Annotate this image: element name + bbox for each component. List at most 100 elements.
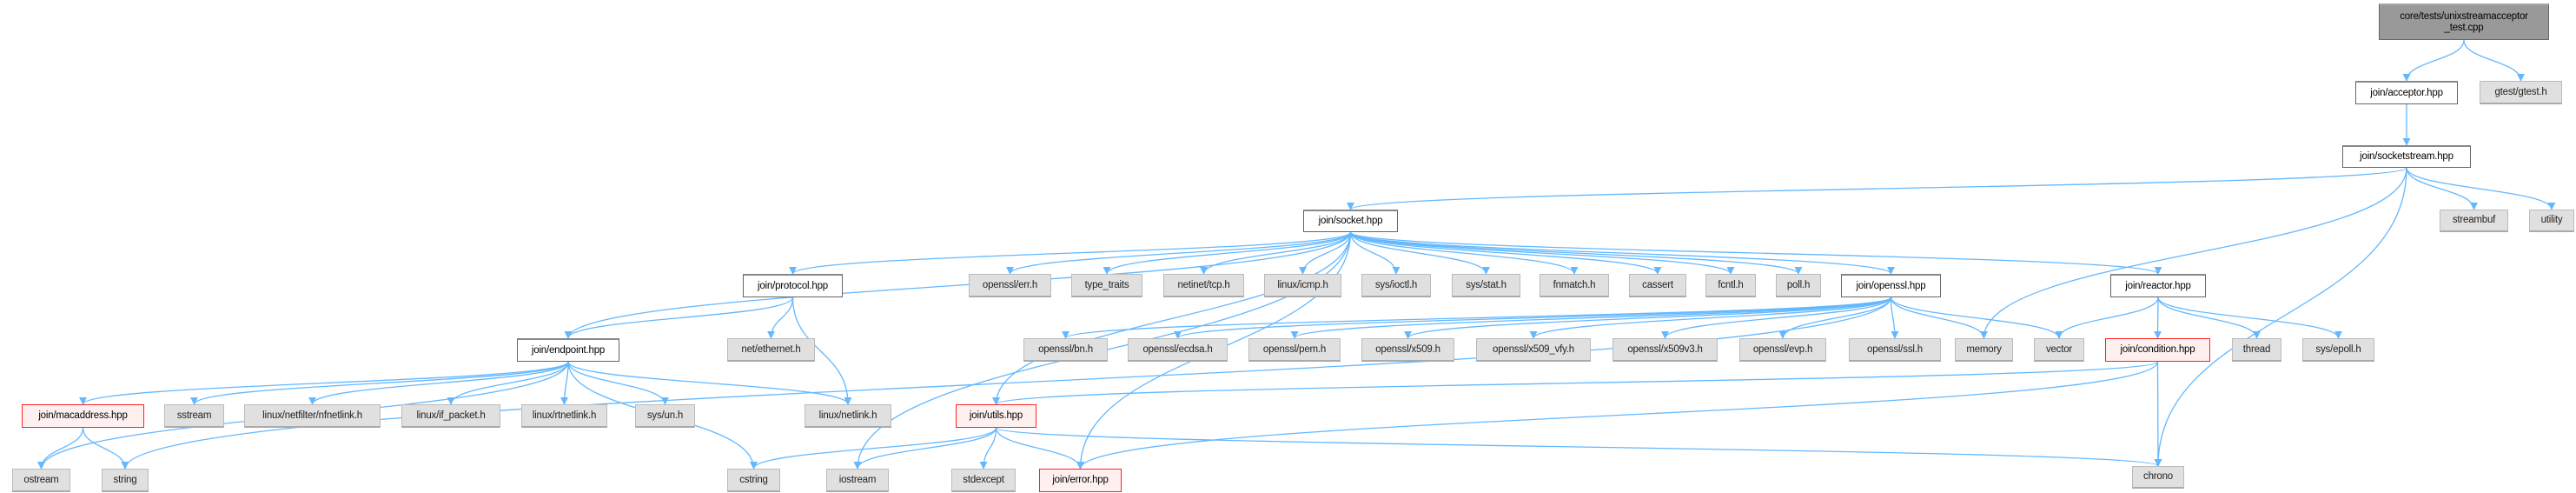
- node-utility[interactable]: utility: [2529, 210, 2574, 232]
- node-fcntl[interactable]: fcntl.h: [1705, 274, 1756, 297]
- edge-openssl-to-bn: [1062, 296, 1892, 339]
- node-chrono[interactable]: chrono: [2132, 466, 2184, 489]
- node-error[interactable]: join/error.hpp: [1039, 469, 1122, 492]
- edge-socket-to-err: [1006, 231, 1352, 275]
- edge-protocol-to-endpoint: [564, 296, 794, 339]
- edge-openssl-to-x509: [1404, 296, 1892, 339]
- edge-openssl-to-evp: [1778, 296, 1892, 339]
- node-socket[interactable]: join/socket.hpp: [1303, 210, 1398, 232]
- node-streambuf[interactable]: streambuf: [2440, 210, 2508, 232]
- node-epoll[interactable]: sys/epoll.h: [2302, 338, 2374, 362]
- node-openssl[interactable]: join/openssl.hpp: [1841, 274, 1941, 297]
- node-acceptor[interactable]: join/acceptor.hpp: [2355, 81, 2458, 104]
- edge-endpoint-to-un: [567, 361, 669, 405]
- edge-protocol-to-netlink: [791, 296, 852, 405]
- node-fnmatch[interactable]: fnmatch.h: [1540, 274, 1609, 297]
- edge-openssl-to-ssl: [1890, 296, 1899, 339]
- edge-socket-to-stat: [1349, 231, 1490, 275]
- node-ostream[interactable]: ostream: [12, 469, 70, 492]
- node-ioctl[interactable]: sys/ioctl.h: [1361, 274, 1431, 297]
- node-thread[interactable]: thread: [2232, 338, 2281, 362]
- node-ssl[interactable]: openssl/ssl.h: [1849, 338, 1941, 362]
- edge-socket-to-endpoint: [564, 231, 1352, 339]
- node-sstream[interactable]: sstream: [164, 404, 224, 428]
- edge-condition-to-utils: [992, 361, 2159, 405]
- edge-endpoint-to-macaddress: [79, 361, 569, 405]
- node-nfnetlink[interactable]: linux/netfilter/nfnetlink.h: [244, 404, 381, 428]
- node-protocol[interactable]: join/protocol.hpp: [743, 274, 843, 297]
- edge-openssl-to-x509v3: [1661, 296, 1892, 339]
- edge-endpoint-to-netlink: [567, 361, 852, 405]
- node-cassert[interactable]: cassert: [1629, 274, 1686, 297]
- node-reactor[interactable]: join/reactor.hpp: [2110, 274, 2206, 297]
- edge-root-to-gtest: [2463, 39, 2525, 82]
- node-condition[interactable]: join/condition.hpp: [2105, 338, 2210, 362]
- edge-socket-to-type_traits: [1103, 231, 1352, 275]
- edge-root-to-acceptor: [2402, 39, 2465, 82]
- node-gtest[interactable]: gtest/gtest.h: [2480, 81, 2562, 104]
- node-pem[interactable]: openssl/pem.h: [1248, 338, 1341, 362]
- node-un[interactable]: sys/un.h: [635, 404, 695, 428]
- node-endpoint[interactable]: join/endpoint.hpp: [517, 338, 619, 362]
- node-ethernet[interactable]: net/ethernet.h: [727, 338, 815, 362]
- edge-socketstream-to-chrono: [2154, 167, 2407, 467]
- node-ecdsa[interactable]: openssl/ecdsa.h: [1128, 338, 1228, 362]
- node-type_traits[interactable]: type_traits: [1071, 274, 1142, 297]
- edge-endpoint-to-sstream: [190, 361, 569, 405]
- edge-socketstream-to-streambuf: [2406, 167, 2478, 210]
- edge-socketstream-to-socket: [1347, 167, 2407, 210]
- node-socketstream[interactable]: join/socketstream.hpp: [2342, 145, 2471, 168]
- edge-openssl-to-x509_vfy: [1529, 296, 1892, 339]
- node-stdexcept[interactable]: stdexcept: [951, 469, 1016, 492]
- edge-socketstream-to-utility: [2406, 167, 2556, 210]
- node-err[interactable]: openssl/err.h: [969, 274, 1051, 297]
- edge-socket-to-cassert: [1349, 231, 1662, 275]
- edge-macaddress-to-ostream: [37, 427, 84, 470]
- edge-protocol-to-ethernet: [767, 296, 794, 339]
- edge-socket-to-icmp: [1299, 231, 1352, 275]
- node-tcp[interactable]: netinet/tcp.h: [1163, 274, 1244, 297]
- edge-socket-to-poll: [1349, 231, 1803, 275]
- edge-utils-to-cstring: [750, 427, 997, 470]
- edge-reactor-to-epoll: [2157, 296, 2342, 339]
- edge-reactor-to-vector: [2055, 296, 2159, 339]
- edge-endpoint-to-rtnetlink: [560, 361, 569, 405]
- node-bn[interactable]: openssl/bn.h: [1023, 338, 1108, 362]
- edge-socket-to-protocol: [789, 231, 1352, 275]
- edge-openssl-to-pem: [1290, 296, 1892, 339]
- node-x509v3[interactable]: openssl/x509v3.h: [1612, 338, 1718, 362]
- node-rtnetlink[interactable]: linux/rtnetlink.h: [521, 404, 607, 428]
- node-iostream[interactable]: iostream: [826, 469, 889, 492]
- edge-endpoint-to-nfnetlink: [308, 361, 569, 405]
- node-x509_vfy[interactable]: openssl/x509_vfy.h: [1476, 338, 1591, 362]
- node-evp[interactable]: openssl/evp.h: [1739, 338, 1826, 362]
- node-memory[interactable]: memory: [1955, 338, 2013, 362]
- node-stat[interactable]: sys/stat.h: [1452, 274, 1520, 297]
- edge-condition-to-error: [1076, 361, 2159, 470]
- edge-socket-to-utils: [992, 231, 1352, 405]
- edge-utils-to-chrono: [995, 427, 2162, 467]
- node-macaddress[interactable]: join/macaddress.hpp: [22, 404, 144, 428]
- edge-reactor-to-condition: [2154, 296, 2162, 339]
- node-netlink[interactable]: linux/netlink.h: [805, 404, 891, 428]
- edge-utils-to-error: [995, 427, 1084, 470]
- node-utils[interactable]: join/utils.hpp: [956, 404, 1036, 428]
- node-cstring[interactable]: cstring: [727, 469, 780, 492]
- edge-socket-to-ioctl: [1349, 231, 1401, 275]
- node-x509[interactable]: openssl/x509.h: [1361, 338, 1454, 362]
- node-vector[interactable]: vector: [2034, 338, 2084, 362]
- edge-socket-to-openssl: [1349, 231, 1895, 275]
- edge-openssl-to-vector: [1890, 296, 2063, 339]
- edge-socket-to-fcntl: [1349, 231, 1735, 275]
- edge-socketstream-to-memory: [1980, 167, 2407, 339]
- node-poll[interactable]: poll.h: [1776, 274, 1821, 297]
- edge-openssl-to-memory: [1890, 296, 1988, 339]
- node-icmp[interactable]: linux/icmp.h: [1264, 274, 1341, 297]
- node-if_packet[interactable]: linux/if_packet.h: [401, 404, 500, 428]
- edge-condition-to-chrono: [2154, 361, 2162, 467]
- edge-macaddress-to-string: [82, 427, 129, 470]
- node-root[interactable]: core/tests/unixstreamacceptor _test.cpp: [2379, 3, 2549, 40]
- node-string[interactable]: string: [102, 469, 149, 492]
